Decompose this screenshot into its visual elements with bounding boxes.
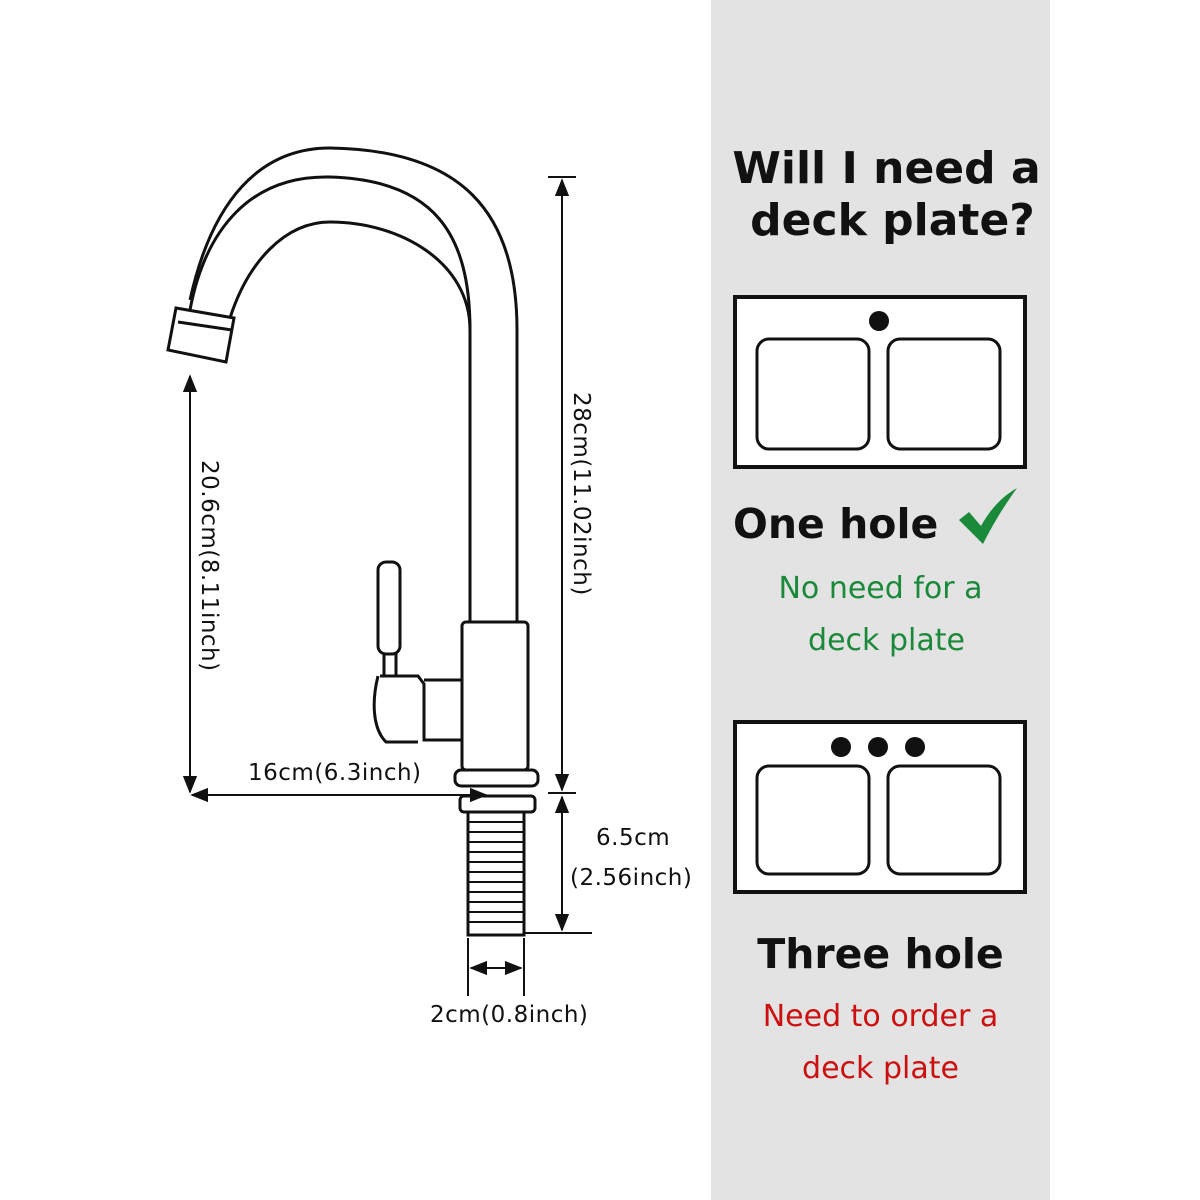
one-hole-label: One hole <box>733 500 939 548</box>
sink-bowl-left <box>755 764 871 876</box>
faucet-drawing <box>166 146 540 937</box>
three-hole-note-line-2: deck plate <box>802 1051 959 1086</box>
shank-threads <box>468 821 524 923</box>
lock-nut <box>458 794 537 814</box>
one-hole-note: No need for a deck plate <box>711 563 1050 667</box>
one-hole-note-line-2: deck plate <box>808 623 965 658</box>
reach-label: 16cm(6.3inch) <box>248 760 422 786</box>
shank-length-cm-label: 6.5cm <box>596 825 670 851</box>
spout-neck <box>188 175 472 622</box>
faucet-dimension-diagram: 28cm(11.02inch) 20.6cm(8.11inch) 16cm(6.… <box>166 146 692 1028</box>
dimension-labels: 28cm(11.02inch) 20.6cm(8.11inch) 16cm(6.… <box>196 392 692 1028</box>
handle-base <box>380 674 464 742</box>
base-ring <box>453 768 540 788</box>
sink-bowl-right <box>886 764 1002 876</box>
three-hole-note-line-1: Need to order a <box>762 999 999 1034</box>
one-hole-sink-diagram <box>733 295 1027 469</box>
handle-hub <box>372 675 418 744</box>
spout-height-label: 20.6cm(8.11inch) <box>196 460 222 672</box>
tap-hole <box>869 311 889 331</box>
spout-arc-inner <box>228 220 472 331</box>
sink-bowl-right <box>886 337 1002 451</box>
tap-hole-3 <box>905 737 925 757</box>
question-line-1: Will I need a <box>732 143 1041 194</box>
shank-diameter-label: 2cm(0.8inch) <box>430 1002 588 1028</box>
spout-neck-inner <box>329 146 519 622</box>
spout-nozzle <box>166 306 236 364</box>
three-hole-sink-diagram <box>733 720 1027 894</box>
three-hole-note: Need to order a deck plate <box>711 991 1050 1095</box>
one-hole-note-line-1: No need for a <box>778 571 983 606</box>
handle-lever <box>376 560 402 656</box>
tap-hole-1 <box>831 737 851 757</box>
shank-length-in-label: (2.56inch) <box>570 865 692 891</box>
faucet-body <box>460 620 530 772</box>
dimension-lines <box>182 176 592 996</box>
height-total-label: 28cm(11.02inch) <box>568 392 594 596</box>
question-line-2: deck plate? <box>750 195 1035 246</box>
shank <box>466 810 526 937</box>
sink-bowl-left <box>755 337 871 451</box>
check-mark-icon <box>959 488 1017 544</box>
spout-arc-outer <box>188 146 331 301</box>
nozzle-ring <box>177 320 233 332</box>
deck-plate-panel: Will I need a deck plate? One hole No ne… <box>711 0 1050 1200</box>
three-hole-label: Three hole <box>757 930 1004 978</box>
panel-question: Will I need a deck plate? <box>711 143 1050 247</box>
tap-hole-2 <box>868 737 888 757</box>
